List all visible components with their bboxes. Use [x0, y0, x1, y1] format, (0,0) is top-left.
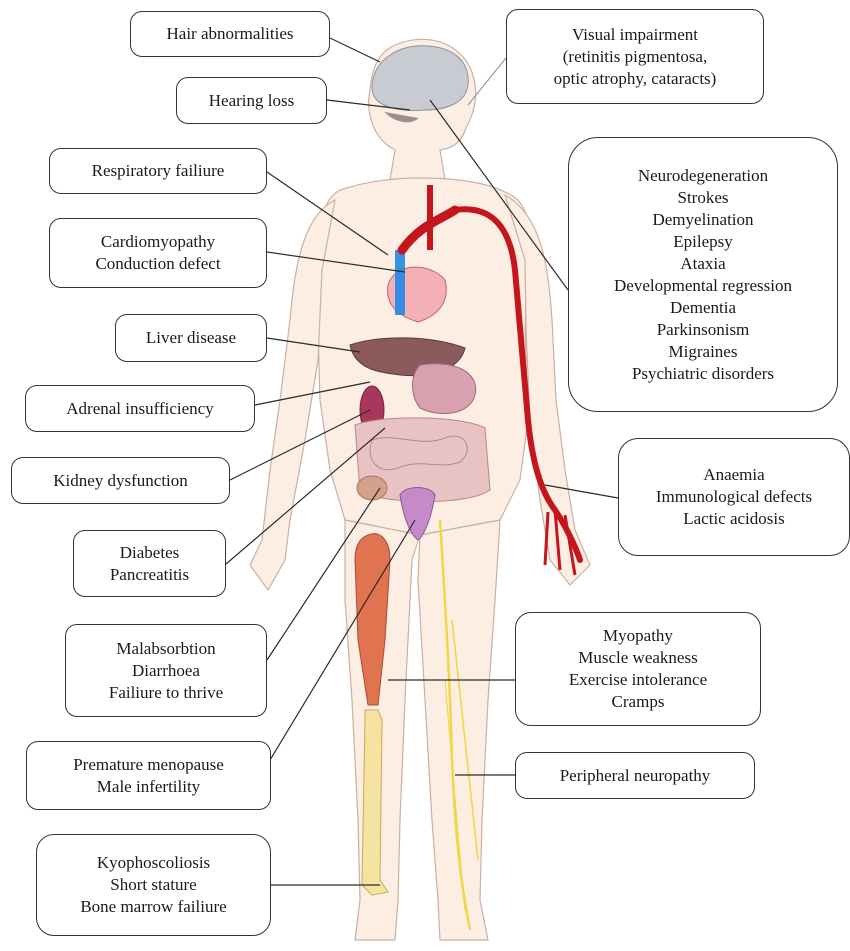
label-liver-disease: Liver disease	[115, 314, 267, 362]
label-diabetes: Diabetes Pancreatitis	[73, 530, 226, 597]
label-hearing-loss: Hearing loss	[176, 77, 327, 124]
stomach	[413, 364, 476, 414]
label-cardiomyopathy: Cardiomyopathy Conduction defect	[49, 218, 267, 288]
label-kidney-dysfunction: Kidney dysfunction	[11, 457, 230, 504]
label-reproductive: Premature menopause Male infertility	[26, 741, 271, 810]
label-myopathy: Myopathy Muscle weakness Exercise intole…	[515, 612, 761, 726]
label-skeletal: Kyophoscoliosis Short stature Bone marro…	[36, 834, 271, 936]
label-haematological: Anaemia Immunological defects Lactic aci…	[618, 438, 850, 556]
label-respiratory-failure: Respiratory failiure	[49, 148, 267, 194]
label-adrenal-insufficiency: Adrenal insufficiency	[25, 385, 255, 432]
label-hair-abnormalities: Hair abnormalities	[130, 11, 330, 57]
label-peripheral-neuropathy: Peripheral neuropathy	[515, 752, 755, 799]
label-visual-impairment: Visual impairment (retinitis pigmentosa,…	[506, 9, 764, 104]
label-malabsorption: Malabsorbtion Diarrhoea Failiure to thri…	[65, 624, 267, 717]
label-neurological: Neurodegeneration Strokes Demyelination …	[568, 137, 838, 412]
